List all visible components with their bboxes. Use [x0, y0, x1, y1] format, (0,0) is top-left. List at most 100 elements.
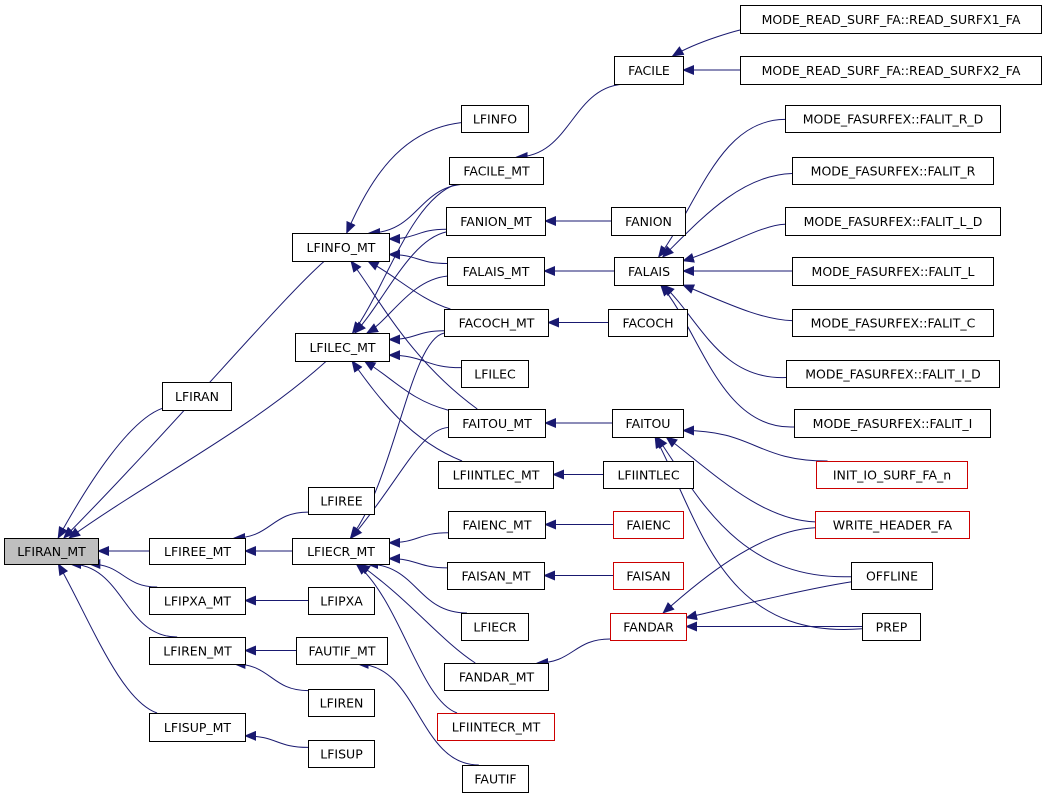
node-box[interactable] [603, 461, 694, 489]
node-fanion[interactable]: FANION [611, 207, 686, 236]
node-lfilec-mt[interactable]: LFILEC_MT [295, 333, 390, 362]
node-box[interactable] [785, 207, 1001, 236]
node-lfipxa-mt[interactable]: LFIPXA_MT [149, 587, 246, 615]
node-lfisup-mt[interactable]: LFISUP_MT [149, 713, 246, 742]
node-box[interactable] [449, 157, 544, 185]
node-box[interactable] [149, 538, 246, 565]
node-box[interactable] [437, 713, 555, 741]
node-box[interactable] [461, 613, 529, 641]
node-offline[interactable]: OFFLINE [851, 562, 933, 590]
node-box[interactable] [611, 207, 686, 236]
node-box[interactable] [292, 538, 390, 565]
node-facoch[interactable]: FACOCH [608, 309, 688, 337]
node-box[interactable] [608, 309, 688, 337]
node-box[interactable] [149, 713, 246, 742]
node-faienc-mt[interactable]: FAIENC_MT [448, 511, 546, 539]
node-box[interactable] [794, 409, 991, 438]
node-read-surfx2-fa[interactable]: MODE_READ_SURF_FA::READ_SURFX2_FA [740, 56, 1042, 85]
node-lfiecr[interactable]: LFIECR [461, 613, 529, 641]
node-box[interactable] [4, 538, 99, 565]
node-box[interactable] [785, 105, 1001, 133]
node-fandar[interactable]: FANDAR [610, 613, 687, 641]
node-falit-l[interactable]: MODE_FASURFEX::FALIT_L [792, 257, 994, 286]
node-lfilec[interactable]: LFILEC [461, 360, 529, 388]
node-box[interactable] [851, 562, 933, 590]
node-box[interactable] [444, 309, 549, 337]
node-fautif-mt[interactable]: FAUTIF_MT [296, 637, 388, 665]
node-box[interactable] [447, 562, 545, 590]
node-box[interactable] [792, 309, 994, 337]
node-box[interactable] [296, 637, 388, 665]
node-box[interactable] [792, 157, 994, 185]
node-falit-c[interactable]: MODE_FASURFEX::FALIT_C [792, 309, 994, 337]
node-box[interactable] [149, 587, 246, 615]
node-lfiree-mt[interactable]: LFIREE_MT [149, 538, 246, 565]
node-faisan-mt[interactable]: FAISAN_MT [447, 562, 545, 590]
node-fandar-mt[interactable]: FANDAR_MT [444, 663, 549, 691]
node-box[interactable] [446, 207, 546, 236]
node-lfiree[interactable]: LFIREE [308, 487, 375, 515]
node-write-header-fa[interactable]: WRITE_HEADER_FA [815, 511, 970, 539]
node-falit-r[interactable]: MODE_FASURFEX::FALIT_R [792, 157, 994, 185]
node-lfiren[interactable]: LFIREN [308, 689, 375, 717]
node-facile-mt[interactable]: FACILE_MT [449, 157, 544, 185]
node-box[interactable] [740, 5, 1042, 34]
node-box[interactable] [614, 257, 684, 286]
node-falit-i[interactable]: MODE_FASURFEX::FALIT_I [794, 409, 991, 438]
node-box[interactable] [448, 409, 546, 438]
node-box[interactable] [438, 461, 554, 489]
node-box[interactable] [444, 663, 549, 691]
node-lfinfo[interactable]: LFINFO [461, 105, 529, 133]
node-box[interactable] [295, 333, 390, 362]
node-box[interactable] [462, 765, 529, 793]
node-falit-i-d[interactable]: MODE_FASURFEX::FALIT_I_D [786, 360, 1000, 388]
node-read-surfx1-fa[interactable]: MODE_READ_SURF_FA::READ_SURFX1_FA [740, 5, 1042, 34]
node-fautif[interactable]: FAUTIF [462, 765, 529, 793]
node-faitou-mt[interactable]: FAITOU_MT [448, 409, 546, 438]
node-lfiren-mt[interactable]: LFIREN_MT [149, 637, 246, 665]
node-lfisup[interactable]: LFISUP [308, 740, 375, 768]
node-faitou[interactable]: FAITOU [612, 409, 684, 438]
node-box[interactable] [612, 409, 684, 438]
node-faisan[interactable]: FAISAN [613, 562, 684, 590]
node-faienc[interactable]: FAIENC [613, 511, 684, 539]
node-box[interactable] [149, 637, 246, 665]
node-fanion-mt[interactable]: FANION_MT [446, 207, 546, 236]
node-falit-r-d[interactable]: MODE_FASURFEX::FALIT_R_D [785, 105, 1001, 133]
node-lfiintlec-mt[interactable]: LFIINTLEC_MT [438, 461, 554, 489]
node-box[interactable] [447, 257, 545, 286]
node-box[interactable] [308, 740, 375, 768]
node-prep[interactable]: PREP [862, 613, 921, 641]
node-falit-l-d[interactable]: MODE_FASURFEX::FALIT_L_D [785, 207, 1001, 236]
node-falais[interactable]: FALAIS [614, 257, 684, 286]
node-box[interactable] [610, 613, 687, 641]
node-lfipxa[interactable]: LFIPXA [308, 587, 375, 615]
node-box[interactable] [308, 487, 375, 515]
node-box[interactable] [786, 360, 1000, 388]
node-lfiintlec[interactable]: LFIINTLEC [603, 461, 694, 489]
node-box[interactable] [448, 511, 546, 539]
node-falais-mt[interactable]: FALAIS_MT [447, 257, 545, 286]
node-lfiran-mt[interactable]: LFIRAN_MT [4, 538, 99, 565]
node-box[interactable] [613, 511, 684, 539]
node-box[interactable] [162, 382, 232, 411]
node-box[interactable] [815, 511, 970, 539]
node-lfiintecr-mt[interactable]: LFIINTECR_MT [437, 713, 555, 741]
node-box[interactable] [308, 587, 375, 615]
node-lfinfo-mt[interactable]: LFINFO_MT [292, 233, 390, 262]
node-box[interactable] [816, 461, 968, 489]
node-box[interactable] [292, 233, 390, 262]
node-facoch-mt[interactable]: FACOCH_MT [444, 309, 549, 337]
node-lfiran[interactable]: LFIRAN [162, 382, 232, 411]
node-box[interactable] [614, 56, 684, 85]
node-facile[interactable]: FACILE [614, 56, 684, 85]
node-lfiecr-mt[interactable]: LFIECR_MT [292, 538, 390, 565]
node-box[interactable] [613, 562, 684, 590]
node-box[interactable] [461, 105, 529, 133]
node-box[interactable] [862, 613, 921, 641]
node-init-io-surf-fa-n[interactable]: INIT_IO_SURF_FA_n [816, 461, 968, 489]
node-box[interactable] [308, 689, 375, 717]
node-box[interactable] [461, 360, 529, 388]
node-box[interactable] [792, 257, 994, 286]
node-box[interactable] [740, 56, 1042, 85]
